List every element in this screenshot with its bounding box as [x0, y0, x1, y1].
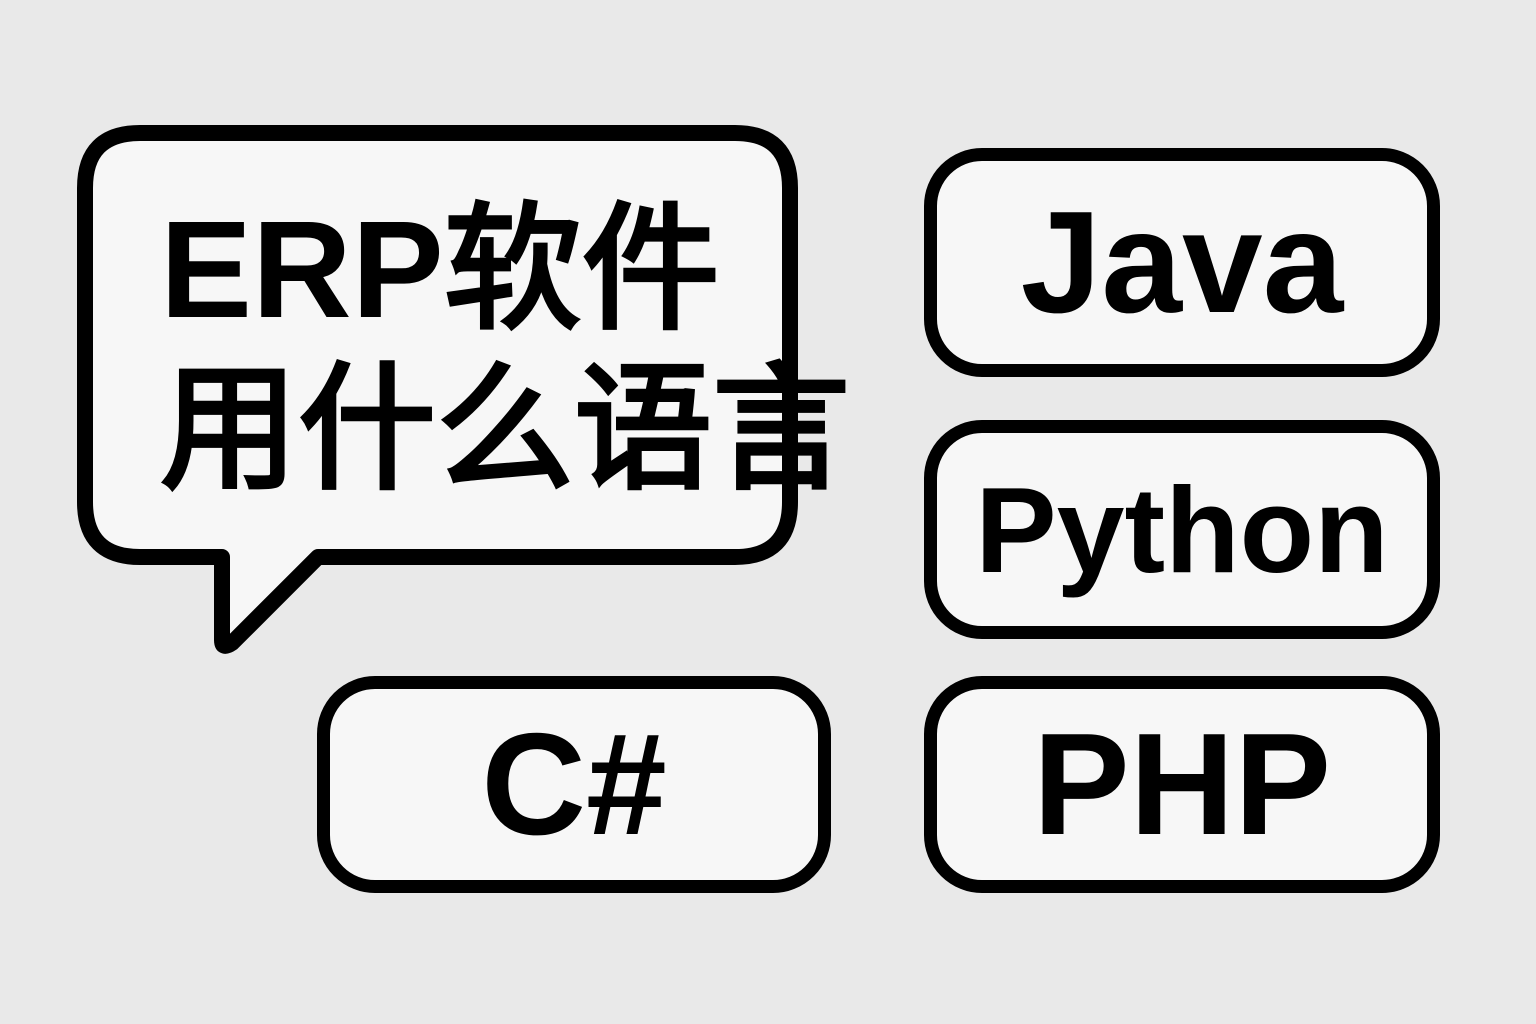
question-line-2: 用什么语言	[160, 353, 851, 507]
speech-bubble-shape	[77, 125, 798, 654]
python-label: Python	[975, 461, 1389, 598]
python-option: Python	[924, 420, 1440, 639]
java-label: Java	[1020, 181, 1344, 343]
php-option: PHP	[924, 676, 1440, 893]
csharp-label: C#	[481, 703, 667, 865]
java-option: Java	[924, 148, 1440, 377]
csharp-option: C#	[317, 676, 831, 893]
question-text: ERP软件 用什么语言	[160, 190, 851, 510]
php-label: PHP	[1032, 703, 1332, 865]
question-line-1: ERP软件	[160, 193, 720, 347]
